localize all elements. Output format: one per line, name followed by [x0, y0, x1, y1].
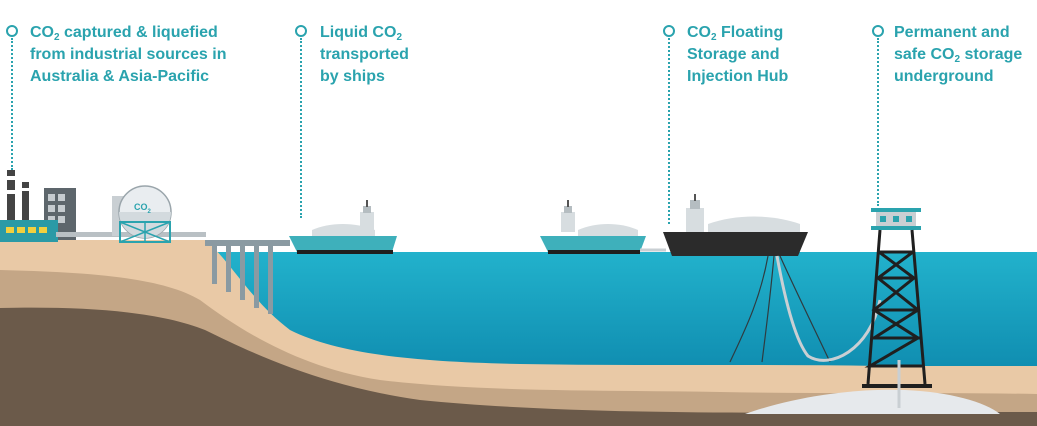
label-line: CO2 captured & liquefied — [30, 24, 218, 43]
step-label-transport: Liquid CO2 transported by ships — [320, 22, 409, 88]
step-marker-storage — [872, 25, 884, 37]
floating-storage-hub — [663, 194, 808, 256]
step-marker-transport — [295, 25, 307, 37]
label-line: CO2 Floating — [687, 24, 784, 43]
label-line: by ships — [320, 68, 385, 85]
riser-pipe — [775, 255, 882, 362]
label-line: Liquid CO2 — [320, 24, 402, 43]
tank-label: CO2 — [134, 202, 152, 215]
label-line: Storage and — [687, 46, 780, 63]
step-marker-capture — [6, 25, 18, 37]
co2-tank — [112, 185, 172, 243]
label-line: safe CO2 storage — [894, 46, 1023, 65]
rock-layer-dark — [0, 307, 1037, 426]
step-marker-hub — [663, 25, 675, 37]
label-line: underground — [894, 68, 994, 85]
jetty — [205, 240, 290, 314]
transport-ship — [289, 200, 397, 254]
factory — [0, 170, 206, 242]
leader-line-transport — [300, 38, 302, 218]
label-line: Injection Hub — [687, 68, 789, 85]
label-line: Permanent and — [894, 24, 1010, 41]
mooring-lines — [729, 255, 831, 363]
step-label-capture: CO2 captured & liquefied from industrial… — [30, 22, 226, 88]
label-line: from industrial sources in — [30, 46, 227, 63]
co2-storage-plume — [745, 389, 1000, 414]
injection-platform — [862, 208, 932, 388]
step-label-hub: CO2 Floating Storage and Injection Hub — [687, 22, 788, 88]
leader-line-hub — [668, 38, 670, 224]
label-line: transported — [320, 46, 409, 63]
step-label-storage: Permanent and safe CO2 storage undergrou… — [894, 22, 1022, 88]
leader-line-capture — [11, 38, 13, 170]
label-line: Australia & Asia-Pacific — [30, 68, 210, 85]
shuttle-ship — [540, 200, 666, 254]
leader-line-storage — [877, 38, 879, 206]
